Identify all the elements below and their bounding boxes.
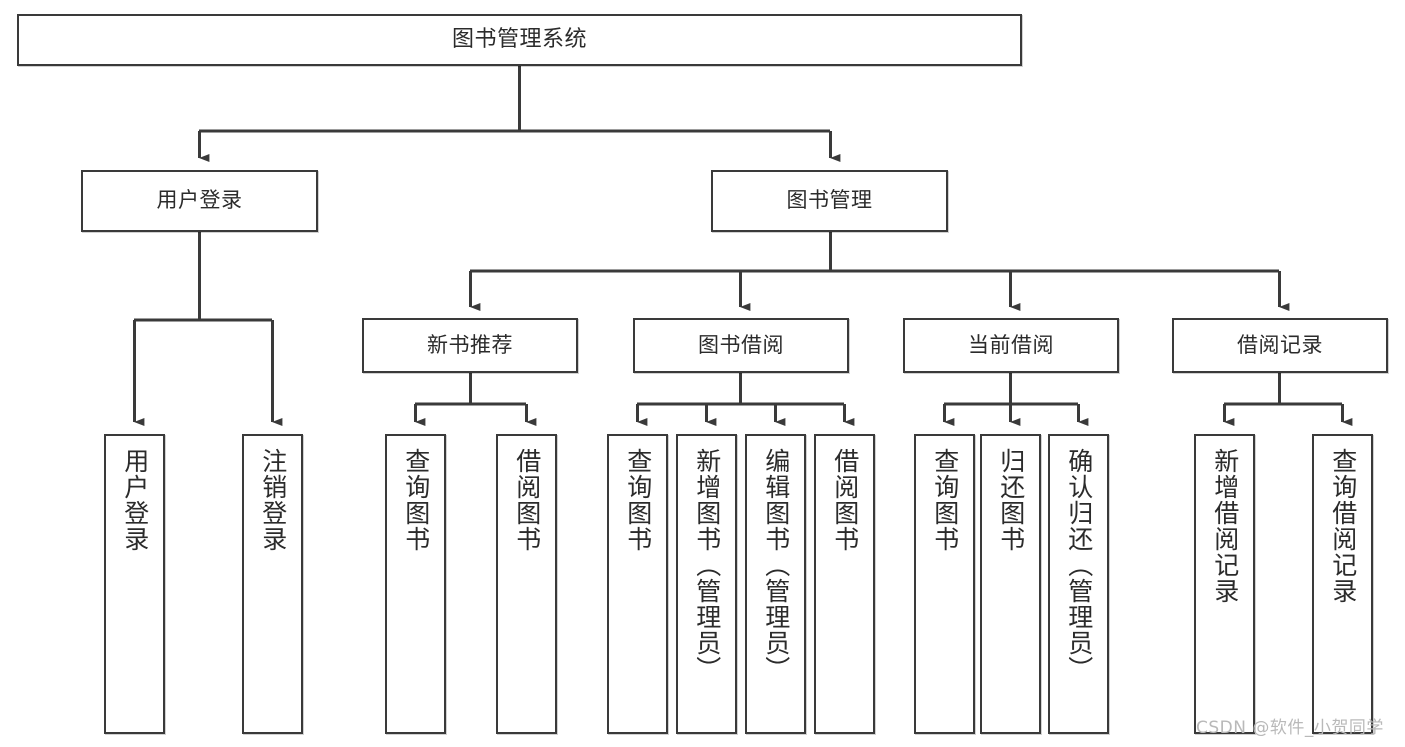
node-label: 确认归还（管理员） [1064,448,1094,682]
leaf-current-borrow-return-book[interactable]: 归还图书 [980,434,1041,734]
leaf-user-login-login[interactable]: 用户登录 [104,434,165,734]
node-label: 新增图书（管理员） [692,448,722,682]
node-label: 编辑图书（管理员） [761,448,791,682]
node-book-borrow[interactable]: 图书借阅 [633,318,849,373]
leaf-new-book-query-book[interactable]: 查询图书 [385,434,446,734]
node-label: 借阅记录 [1237,332,1323,357]
leaf-book-borrow-edit-book-admin[interactable]: 编辑图书（管理员） [745,434,806,734]
node-label: 借阅图书 [830,448,860,552]
node-label: 查询借阅记录 [1328,448,1358,604]
node-book-management[interactable]: 图书管理 [711,170,948,232]
node-label: 图书借阅 [698,332,784,357]
node-label: 图书管理 [786,188,873,213]
node-label: 查询图书 [930,448,960,552]
node-label: 归还图书 [996,448,1026,552]
watermark-text: CSDN @软件_小贺同学 [1196,718,1384,738]
node-root-book-management-system[interactable]: 图书管理系统 [17,14,1022,66]
node-label: 查询图书 [623,448,653,552]
node-borrow-records[interactable]: 借阅记录 [1172,318,1388,373]
leaf-book-borrow-query-book[interactable]: 查询图书 [607,434,668,734]
leaf-book-borrow-add-book-admin[interactable]: 新增图书（管理员） [676,434,737,734]
node-new-book-recommend[interactable]: 新书推荐 [362,318,578,373]
node-label: 借阅图书 [512,448,542,552]
node-current-borrow[interactable]: 当前借阅 [903,318,1119,373]
leaf-current-borrow-confirm-return-admin[interactable]: 确认归还（管理员） [1048,434,1109,734]
leaf-user-login-logout[interactable]: 注销登录 [242,434,303,734]
leaf-borrow-records-query-record[interactable]: 查询借阅记录 [1312,434,1373,734]
node-user-login[interactable]: 用户登录 [81,170,318,232]
node-label: 当前借阅 [968,332,1054,357]
leaf-borrow-records-add-record[interactable]: 新增借阅记录 [1194,434,1255,734]
node-label: 查询图书 [401,448,431,552]
node-label: 用户登录 [120,448,150,552]
node-label: 注销登录 [258,448,288,552]
leaf-book-borrow-borrow-book[interactable]: 借阅图书 [814,434,875,734]
leaf-current-borrow-query-book[interactable]: 查询图书 [914,434,975,734]
node-label: 用户登录 [156,188,243,213]
node-label: 图书管理系统 [451,26,587,52]
node-label: 新增借阅记录 [1210,448,1240,604]
node-label: 新书推荐 [427,332,513,357]
leaf-new-book-borrow-book[interactable]: 借阅图书 [496,434,557,734]
